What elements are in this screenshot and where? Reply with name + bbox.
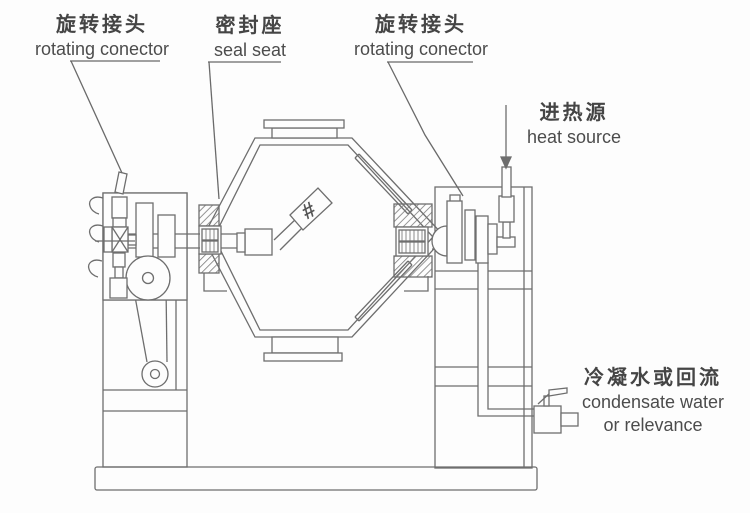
right-trunnion-step xyxy=(404,276,429,292)
label-seal-seat: 密封座 seal seat xyxy=(214,13,286,62)
label-condensate-outlet: 冷凝水或回流 condensate water or relevance xyxy=(582,365,724,438)
valve-handle xyxy=(548,387,568,397)
condensate-valve xyxy=(533,387,579,434)
label-rotating-connector-right: 旋转接头 rotating conector xyxy=(354,12,488,61)
heat-source-pipe xyxy=(501,166,512,198)
internal-filter: # xyxy=(289,187,333,231)
shaft-dome xyxy=(431,225,448,257)
label-heat-source-zh: 进热源 xyxy=(539,102,609,124)
leader-rotating-connector-left xyxy=(70,60,160,174)
leader-rotating-connector-right xyxy=(387,61,473,197)
charge-nozzle xyxy=(219,228,273,256)
valve-outlet-nozzle xyxy=(560,412,579,427)
label-seal-seat-en: seal seat xyxy=(213,40,287,60)
motor-pulley xyxy=(141,360,169,388)
bottom-discharge-flange xyxy=(263,336,343,362)
label-seal-seat-zh: 密封座 xyxy=(215,15,285,37)
top-manhole-flange xyxy=(263,119,345,139)
left-trunnion-step xyxy=(203,273,227,292)
bearing-left xyxy=(127,202,176,258)
left-drive-assembly xyxy=(87,171,200,301)
seal-seat-right xyxy=(393,203,433,278)
heat-source-arrow-icon xyxy=(499,105,513,170)
pipe-stub-hooks xyxy=(87,196,104,278)
label-rotating-connector-right-en: rotating conector xyxy=(353,39,489,59)
label-condensate-outlet-zh: 冷凝水或回流 xyxy=(584,367,722,389)
seal-seat-left xyxy=(198,204,222,274)
label-condensate-outlet-en2: or relevance xyxy=(603,415,703,436)
filter-pipe xyxy=(273,216,306,251)
label-heat-source: 进热源 heat source xyxy=(527,100,621,149)
label-rotating-connector-left-en: rotating conector xyxy=(34,39,170,59)
rotary-connector-right xyxy=(496,166,516,248)
base-plate xyxy=(94,466,538,491)
right-pedestal xyxy=(434,186,533,469)
drive-pulley xyxy=(125,255,171,301)
bearing-right xyxy=(446,194,498,264)
label-condensate-outlet-en1: condensate water xyxy=(581,392,725,412)
label-rotating-connector-left: 旋转接头 rotating conector xyxy=(35,12,169,61)
rotary-connector-left xyxy=(95,171,135,299)
leader-lines xyxy=(70,60,473,200)
label-rotating-connector-right-zh: 旋转接头 xyxy=(374,14,467,36)
label-heat-source-en: heat source xyxy=(526,127,622,147)
right-rotary-assembly xyxy=(431,166,516,264)
label-rotating-connector-left-zh: 旋转接头 xyxy=(55,14,148,36)
leader-seal-seat xyxy=(208,61,281,200)
condensate-pipe xyxy=(477,262,534,417)
